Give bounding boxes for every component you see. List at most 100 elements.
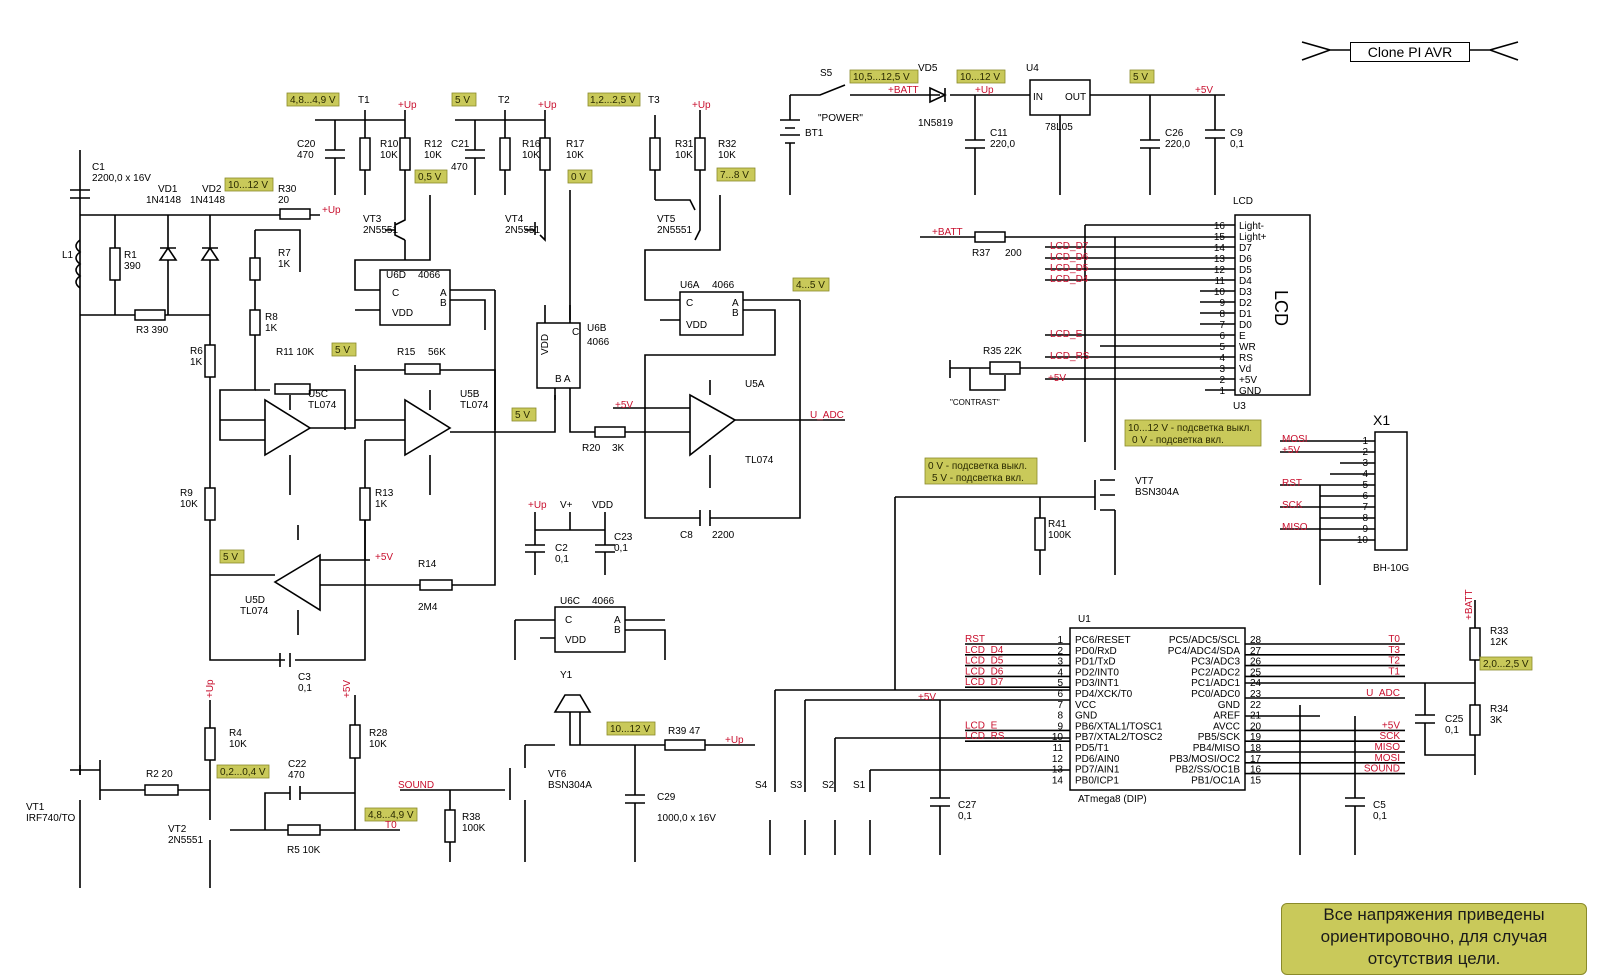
x1-pin-net: RST xyxy=(1282,478,1302,489)
label-vt5: VT5 xyxy=(657,214,676,225)
label-u5d-type: TL074 xyxy=(240,606,269,617)
label-u5b: U5B xyxy=(460,389,480,400)
mcu-pin-net: MISO xyxy=(1374,742,1400,753)
lcd-pin-name: D2 xyxy=(1239,298,1252,309)
mcu-pin-name: PC2/ADC2 xyxy=(1191,667,1240,678)
label-u5b-type: TL074 xyxy=(460,400,489,411)
label-r31: R31 xyxy=(675,139,694,150)
label-bh: BH-10G xyxy=(1373,563,1409,574)
mcu-pin-name: PD4/XCK/T0 xyxy=(1075,689,1133,700)
mcu-pin-net: T0 xyxy=(1388,634,1400,645)
label-r37v: 200 xyxy=(1005,248,1022,259)
mcu-pin-number: 12 xyxy=(1052,754,1064,765)
lcd-pin-net: +5V xyxy=(1048,373,1066,384)
label-r34v: 3K xyxy=(1490,715,1503,726)
svg-text:10...12 V: 10...12 V xyxy=(228,180,268,191)
mcu-pin-net: +5V xyxy=(1382,720,1400,731)
label-up-r39: +Up xyxy=(725,735,744,746)
label-up-caps: +Up xyxy=(528,500,547,511)
label-r41: R41 xyxy=(1048,519,1067,530)
label-s3: S3 xyxy=(790,780,803,791)
label-batt: +BATT xyxy=(888,85,919,96)
label-s2: S2 xyxy=(822,780,835,791)
svg-text:5 V: 5 V xyxy=(1133,72,1148,83)
label-r5: R5 10K xyxy=(287,845,321,856)
svg-text:10...12 V: 10...12 V xyxy=(610,724,650,735)
mcu-pin-name: PC0/ADC0 xyxy=(1191,689,1240,700)
tag-backlight-1: 10...12 V - подсветка выкл.0 V - подсвет… xyxy=(1124,419,1262,447)
tag-02: 0,2...0,4 V xyxy=(216,764,270,779)
lcd-pin-name: D1 xyxy=(1239,309,1252,320)
label-r37: R37 xyxy=(972,248,991,259)
lcd-pin-net: LCD_E xyxy=(1050,329,1083,340)
label-r15v: 56K xyxy=(428,347,446,358)
label-u6a: U6A xyxy=(680,280,700,291)
label-c8v: 2200 xyxy=(712,530,735,541)
label-r38v: 100K xyxy=(462,823,486,834)
mcu-pin-name: PD0/RxD xyxy=(1075,646,1117,657)
label-vt5v: 2N5551 xyxy=(657,225,692,236)
x1-pin-number: 8 xyxy=(1362,513,1368,524)
mcu-pin-name: PD7/AIN1 xyxy=(1075,765,1120,776)
tag-489b: 4,8...4,9 V xyxy=(364,807,418,822)
mcu-pin-name: PD3/INT1 xyxy=(1075,678,1119,689)
mcu-pin-name: GND xyxy=(1218,700,1240,711)
mcu-pin-net: U_ADC xyxy=(1366,688,1400,699)
label-r11: R11 10K xyxy=(276,347,315,358)
label-t1: T1 xyxy=(358,95,370,106)
lcd-pin-net: LCD_RS xyxy=(1050,351,1090,362)
svg-text:10...12 V: 10...12 V xyxy=(960,72,1000,83)
svg-text:10...12 V - подсветка выкл.: 10...12 V - подсветка выкл. xyxy=(1128,423,1252,434)
lcd-pin-name: +5V xyxy=(1239,375,1257,386)
label-c2: C2 xyxy=(555,543,568,554)
lcd-pin-name: D4 xyxy=(1239,276,1252,287)
label-up-1: +Up xyxy=(322,205,341,216)
label-vdd-caps: VDD xyxy=(592,500,613,511)
gate-driver xyxy=(70,695,400,888)
lcd-pin-number: 3 xyxy=(1219,364,1225,375)
label-vd2v: 1N4148 xyxy=(190,195,225,206)
label-u6a-c: C xyxy=(686,298,693,309)
svg-text:0 V: 0 V xyxy=(571,172,586,183)
mcu-pin-number: 4 xyxy=(1057,667,1063,678)
mcu-pin-net: LCD_D5 xyxy=(965,656,1004,667)
label-u6c: U6C xyxy=(560,596,580,607)
pulse-input-section xyxy=(70,150,556,775)
label-c20v: 470 xyxy=(297,150,314,161)
label-c2v: 0,1 xyxy=(555,554,569,565)
label-vt3: VT3 xyxy=(363,214,382,225)
label-vd2: VD2 xyxy=(202,184,222,195)
lcd-pin-name: GND xyxy=(1239,386,1261,397)
lcd-pin-name: D3 xyxy=(1239,287,1252,298)
label-t2: T2 xyxy=(498,95,510,106)
label-c23v: 0,1 xyxy=(614,543,628,554)
lcd-pin-name: Light- xyxy=(1239,221,1264,232)
label-r32v: 10K xyxy=(718,150,736,161)
label-r20: R20 xyxy=(582,443,601,454)
label-bt1: BT1 xyxy=(805,128,824,139)
mcu-pin-number: 18 xyxy=(1250,743,1262,754)
component-labels: C1 2200,0 x 16V VD1 1N4148 VD2 1N4148 R3… xyxy=(26,63,1509,856)
lcd-pin-number: 1 xyxy=(1219,386,1225,397)
label-r13: R13 xyxy=(375,488,394,499)
svg-text:4...5 V: 4...5 V xyxy=(796,280,825,291)
tag-5v-d: 5 V xyxy=(511,407,537,422)
label-c11: C11 xyxy=(990,128,1008,139)
thermo-channels xyxy=(315,110,800,433)
label-r9: R9 xyxy=(180,488,193,499)
label-vt7: VT7 xyxy=(1135,476,1154,487)
label-out: OUT xyxy=(1065,92,1086,103)
mcu-pin-number: 7 xyxy=(1057,700,1063,711)
mcu-pin-net: T2 xyxy=(1388,656,1400,667)
mcu-pin-number: 21 xyxy=(1250,711,1262,722)
svg-text:0,2...0,4 V: 0,2...0,4 V xyxy=(220,767,266,778)
mcu-pin-number: 9 xyxy=(1057,721,1063,732)
label-r12: R12 xyxy=(424,139,443,150)
label-up-psu: +Up xyxy=(975,85,994,96)
svg-text:0 V - подсветка выкл.: 0 V - подсветка выкл. xyxy=(928,461,1027,472)
power-supply xyxy=(780,79,1225,195)
mcu-pin-number: 1 xyxy=(1057,635,1063,646)
label-c29v: 1000,0 x 16V xyxy=(657,813,716,824)
